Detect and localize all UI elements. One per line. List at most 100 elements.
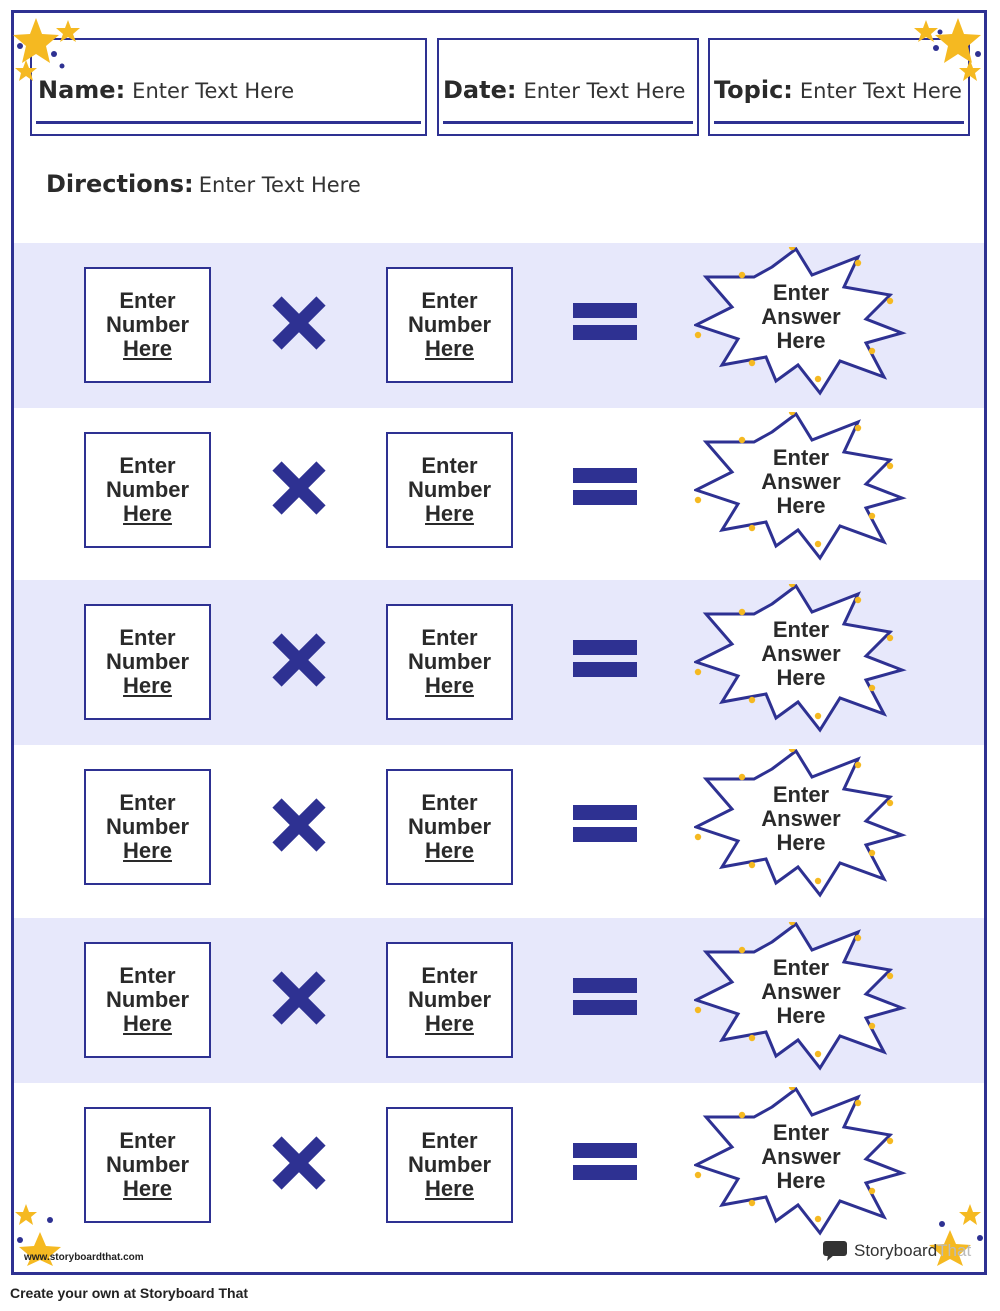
name-field[interactable]: Name: Enter Text Here <box>30 38 427 136</box>
star-icon <box>914 18 981 81</box>
starburst-icon[interactable] <box>694 749 908 899</box>
number-placeholder-text: Number <box>105 649 190 674</box>
number-placeholder-text: Here <box>123 838 172 863</box>
footer-url[interactable]: www.storyboardthat.com <box>24 1252 144 1263</box>
starburst-icon[interactable] <box>694 1087 908 1237</box>
starburst-icon[interactable] <box>694 922 908 1072</box>
name-label: Name: <box>38 76 126 104</box>
name-value[interactable]: Enter Text Here <box>132 79 295 103</box>
answer-placeholder-text: Here <box>776 1003 826 1028</box>
number-placeholder-text: Number <box>105 312 190 337</box>
starburst-icon[interactable] <box>694 412 908 562</box>
starburst-icon[interactable] <box>694 247 908 397</box>
number-placeholder-text: Number <box>105 987 190 1012</box>
number-placeholder-text: Here <box>123 1011 172 1036</box>
number-placeholder-text: Enter <box>421 790 478 815</box>
number-placeholder-text: Here <box>425 336 474 361</box>
number-placeholder-text: Here <box>123 1176 172 1201</box>
number-placeholder-text: Enter <box>421 963 478 988</box>
equals-icon <box>573 468 637 505</box>
equals-icon <box>573 303 637 340</box>
number-placeholder-text: Number <box>105 477 190 502</box>
multiply-icon <box>272 798 326 852</box>
equals-icon <box>573 978 637 1015</box>
multiply-icon <box>272 971 326 1025</box>
answer-placeholder-text: Answer <box>761 304 841 329</box>
number-placeholder-text: Number <box>407 1152 492 1177</box>
answer-placeholder-text: Enter <box>772 617 830 642</box>
topic-underline <box>714 121 964 124</box>
logo-text-main: Storyboard <box>854 1241 938 1260</box>
number-placeholder-text: Here <box>425 838 474 863</box>
date-label: Date: <box>443 76 517 104</box>
answer-placeholder-text: Here <box>776 1168 826 1193</box>
equals-icon <box>573 1143 637 1180</box>
number-placeholder-text: Number <box>407 649 492 674</box>
directions: Directions: Enter Text Here <box>46 170 361 198</box>
answer-placeholder-text: Here <box>776 493 826 518</box>
equals-icon <box>573 640 637 677</box>
equals-icon <box>573 805 637 842</box>
topic-field[interactable]: Topic: Enter Text Here <box>708 38 970 136</box>
topic-value[interactable]: Enter Text Here <box>799 79 962 103</box>
answer-placeholder-text: Enter <box>772 280 830 305</box>
speech-bubble-icon <box>823 1241 847 1261</box>
date-field[interactable]: Date: Enter Text Here <box>437 38 699 136</box>
starburst-icon[interactable] <box>694 584 908 734</box>
topic-label: Topic: <box>714 76 793 104</box>
multiply-icon <box>272 1136 326 1190</box>
number-placeholder-text: Enter <box>421 625 478 650</box>
date-value[interactable]: Enter Text Here <box>523 79 686 103</box>
number-placeholder-text: Number <box>407 477 492 502</box>
date-underline <box>443 121 693 124</box>
number-placeholder-text: Here <box>425 501 474 526</box>
number-placeholder-text: Enter <box>119 963 176 988</box>
create-your-own-link[interactable]: Create your own at Storyboard That <box>10 1285 249 1301</box>
multiply-icon <box>272 633 326 687</box>
number-placeholder-text: Enter <box>421 453 478 478</box>
name-underline <box>36 121 421 124</box>
answer-placeholder-text: Enter <box>772 445 830 470</box>
directions-value[interactable]: Enter Text Here <box>198 173 361 197</box>
number-placeholder-text: Number <box>105 1152 190 1177</box>
answer-placeholder-text: Enter <box>772 1120 830 1145</box>
answer-placeholder-text: Here <box>776 665 826 690</box>
number-placeholder-text: Here <box>425 673 474 698</box>
number-placeholder-text: Number <box>105 814 190 839</box>
number-placeholder-text: Enter <box>119 790 176 815</box>
number-placeholder-text: Enter <box>119 453 176 478</box>
answer-placeholder-text: Enter <box>772 782 830 807</box>
star-icon <box>15 1204 61 1266</box>
number-placeholder-text: Enter <box>119 625 176 650</box>
answer-placeholder-text: Answer <box>761 469 841 494</box>
number-placeholder-text: Here <box>425 1011 474 1036</box>
answer-placeholder-text: Here <box>776 328 826 353</box>
answer-placeholder-text: Here <box>776 830 826 855</box>
number-placeholder-text: Enter <box>421 1128 478 1153</box>
multiply-icon <box>272 461 326 515</box>
logo-text-suffix: That <box>937 1241 972 1260</box>
